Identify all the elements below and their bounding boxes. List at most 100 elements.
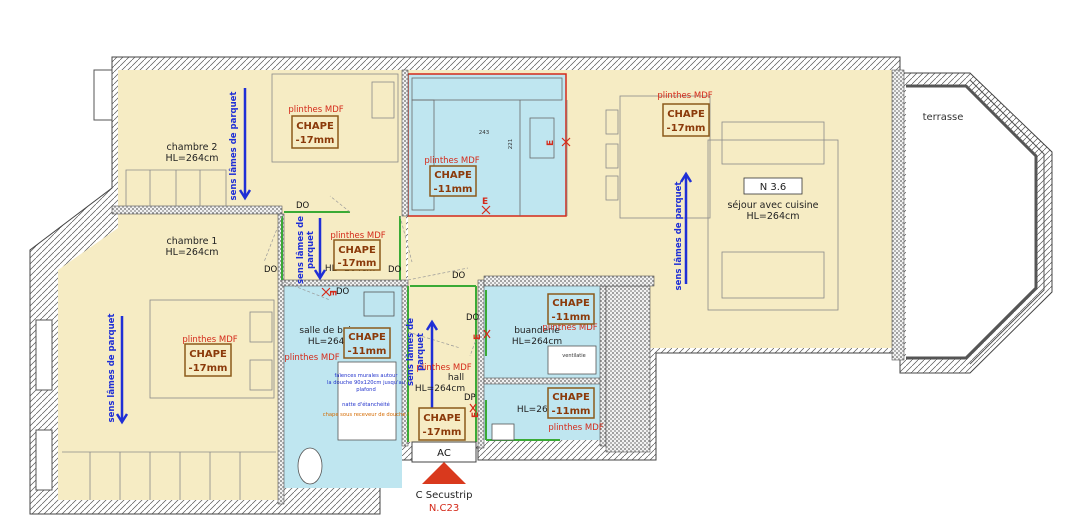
plinthes-cuisine: plinthes MDF: [424, 156, 479, 166]
bathroom-fixtures: [297, 291, 597, 485]
svg-text:CHAPE: CHAPE: [434, 170, 472, 181]
chape-buanderie: CHAPE -11mm: [547, 293, 595, 325]
secustrip-label: C Secustrip: [416, 490, 473, 501]
wc-height: HL=264cm: [517, 405, 567, 415]
svg-text:CHAPE: CHAPE: [552, 392, 590, 403]
floor-chambre-2: [118, 70, 403, 212]
parquet-label-chambre-1: sens lâmes de parquet: [107, 314, 117, 423]
buanderie-name: buanderie: [514, 326, 560, 336]
sejour-name: séjour avec cuisine: [727, 200, 818, 211]
hall-bottom-height: HL=264cm: [415, 384, 465, 394]
svg-text:-17mm: -17mm: [667, 123, 706, 134]
chape-salle-de-bain: CHAPE -11mm: [343, 327, 391, 359]
faience-note-1: faïences murales autour: [334, 373, 398, 379]
svg-text:-11mm: -11mm: [348, 346, 387, 357]
plinthes-wc: plinthes MDF: [548, 423, 603, 433]
parquet-labels: sens lâmes de parquet sens lâmes de parq…: [107, 92, 684, 423]
plinthes-sejour: plinthes MDF: [657, 91, 712, 101]
door-marker-do-4: DO: [452, 271, 466, 281]
chape-chambre-2: CHAPE -17mm: [291, 115, 339, 149]
bed-chambre-1: [62, 299, 276, 500]
dim-243: 243: [479, 130, 490, 136]
chape-sejour: CHAPE -17mm: [662, 103, 710, 137]
chape-chambre-1: CHAPE -17mm: [184, 343, 232, 377]
svg-text:-11mm: -11mm: [434, 184, 473, 195]
chambre-1-name: chambre 1: [167, 236, 218, 247]
parquet-label-chambre-2: sens lâmes de parquet: [229, 92, 239, 201]
svg-text:CHAPE: CHAPE: [189, 349, 227, 360]
electric-markers: E E E E E: [327, 140, 556, 418]
nc23-label: N.C23: [429, 503, 459, 514]
svg-text:-11mm: -11mm: [552, 312, 591, 323]
terrasse-name: terrasse: [923, 112, 964, 123]
svg-text:-17mm: -17mm: [338, 258, 377, 269]
e-marker-hall-bottom: E: [471, 412, 481, 418]
chape-wc: CHAPE -11mm: [547, 387, 595, 419]
sejour-height: HL=264cm: [746, 211, 799, 222]
parquet-label-hall-bottom-1: sens lâmes de: [406, 318, 416, 386]
furniture-sejour: [566, 95, 839, 311]
door-marker-dp: DP: [464, 393, 476, 403]
door-markers: DO DO DO DO DO DO DP: [264, 201, 480, 403]
chape-hall-bottom: CHAPE -17mm: [418, 407, 466, 441]
svg-text:-17mm: -17mm: [296, 135, 335, 146]
parquet-label-hall-bottom-2: parquet: [416, 333, 426, 371]
svg-text:CHAPE: CHAPE: [552, 298, 590, 309]
kitchen-details: [411, 77, 563, 216]
bay-window: [906, 79, 1045, 365]
svg-text:CHAPE: CHAPE: [338, 245, 376, 256]
door-swings: [263, 195, 485, 357]
chambre-2-name: chambre 2: [167, 142, 218, 153]
e-marker-buanderie: E: [473, 334, 483, 340]
faience-note-2: la douche 90x120cm jusqu'au: [327, 380, 405, 386]
sejour-ref: N 3.6: [760, 182, 787, 193]
salle-de-bain-name: salle de bain: [299, 326, 356, 336]
parquet-label-hall-top-2: parquet: [306, 231, 316, 269]
salle-de-bain-height: HL=264cm: [308, 337, 358, 347]
ac-label: AC: [437, 448, 451, 459]
entry-marker: [422, 462, 466, 484]
door-marker-do-1: DO: [296, 201, 310, 211]
plinthes-salle-de-bain: plinthes MDF: [284, 353, 339, 363]
parquet-label-sejour: sens lâmes de parquet: [674, 182, 684, 291]
bed-chambre-2: [125, 73, 399, 207]
sejour-ref-box: [743, 177, 803, 195]
door-marker-do-6: DO: [466, 313, 480, 323]
svg-text:CHAPE: CHAPE: [423, 413, 461, 424]
chambre-2-height: HL=264cm: [165, 153, 218, 164]
chape-cuisine: CHAPE -11mm: [429, 165, 477, 197]
svg-text:CHAPE: CHAPE: [348, 332, 386, 343]
plinthes-hall-top: plinthes MDF: [330, 231, 385, 241]
chape-hall-top: CHAPE -17mm: [333, 239, 381, 271]
dim-221: 221: [508, 139, 514, 150]
natte-note-2: chape sous receveur de douche !: [323, 412, 410, 418]
red-markers: [321, 137, 571, 413]
e-marker-hall: E: [482, 197, 488, 207]
svg-text:-17mm: -17mm: [189, 363, 228, 374]
chape-boxes: CHAPE -17mm CHAPE -11mm CHAPE -17mm CHAP…: [184, 103, 710, 441]
hall-bottom-name: hall: [448, 373, 464, 383]
e-marker-cuisine: E: [546, 140, 556, 146]
windows: [35, 69, 113, 491]
chambre-1-height: HL=264cm: [165, 247, 218, 258]
svg-text:-17mm: -17mm: [423, 427, 462, 438]
interior-walls: [111, 69, 905, 505]
svg-text:CHAPE: CHAPE: [296, 121, 334, 132]
plinthes-hall-bottom: plinthes MDF: [416, 363, 471, 373]
e-marker-sdb: E: [327, 290, 337, 296]
bathroom-notes: faïences murales autour la douche 90x120…: [323, 373, 410, 418]
svg-text:CHAPE: CHAPE: [667, 109, 705, 120]
plinth-lines: [281, 211, 560, 442]
plinthes-labels: plinthes MDF plinthes MDF plinthes MDF p…: [182, 91, 712, 433]
door-marker-do-2: DO: [264, 265, 278, 275]
svg-text:-11mm: -11mm: [552, 406, 591, 417]
door-marker-do-3: DO: [388, 265, 402, 275]
door-marker-do-5: DO: [336, 287, 350, 297]
faience-note-3: plafond: [356, 387, 376, 393]
ventilation-label: ventilatie: [562, 353, 585, 359]
plinthes-chambre-2: plinthes MDF: [288, 105, 343, 115]
parquet-label-hall-top-1: sens lâmes de: [296, 216, 306, 284]
floor-chambre-1: [58, 212, 278, 500]
buanderie-height: HL=264cm: [512, 337, 562, 347]
